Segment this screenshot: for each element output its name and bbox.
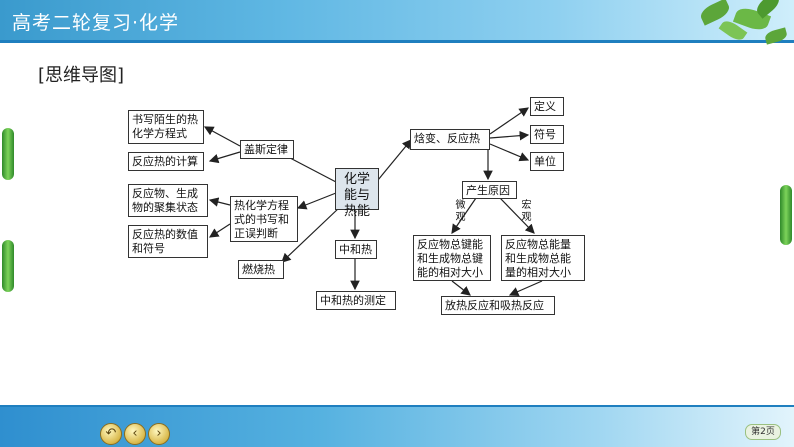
center-node-label: 化学能与热能 — [343, 172, 370, 219]
bond-energy-node: 反应物总键能和生成物总键能的相对大小 — [413, 235, 491, 281]
heat-calc-node: 反应热的计算 — [128, 152, 204, 171]
left-side-bar-bottom — [2, 240, 14, 292]
back-icon: ↶ — [105, 426, 117, 441]
center-node: 化学能与热能 — [335, 168, 379, 219]
footer-divider — [0, 405, 794, 407]
unit-node: 单位 — [530, 152, 564, 171]
chevron-left-icon: ‹ — [132, 426, 138, 441]
left-side-bar-top — [2, 128, 14, 180]
gaisi-law-node: 盖斯定律 — [240, 140, 294, 159]
cause-node: 产生原因 — [462, 181, 517, 199]
write-equation-node: 书写陌生的热化学方程式 — [128, 110, 204, 144]
symbol-node: 符号 — [530, 125, 564, 144]
back-button[interactable]: ↶ — [100, 423, 122, 445]
section-title: [思维导图] — [38, 65, 125, 86]
chevron-right-icon: › — [156, 426, 162, 441]
combustion-heat-node: 燃烧热 — [238, 260, 284, 279]
definition-node: 定义 — [530, 97, 564, 116]
right-side-bar — [780, 185, 792, 245]
header-title: 高考二轮复习·化学 — [12, 12, 180, 34]
total-energy-node: 反应物总能量和生成物总能量的相对大小 — [501, 235, 585, 281]
thermo-equation-node: 热化学方程式的书写和正误判断 — [230, 196, 298, 242]
neutralization-measure-node: 中和热的测定 — [316, 291, 396, 310]
next-button[interactable]: › — [148, 423, 170, 445]
prev-button[interactable]: ‹ — [124, 423, 146, 445]
micro-label: 微观 — [455, 200, 466, 223]
macro-label: 宏观 — [521, 200, 532, 223]
enthalpy-node: 焓变、反应热 — [410, 129, 490, 150]
value-sign-node: 反应热的数值和符号 — [128, 225, 208, 258]
header-divider — [0, 40, 794, 43]
neutralization-heat-node: 中和热 — [335, 240, 377, 259]
page-number: 第2页 — [745, 424, 781, 440]
aggregation-state-node: 反应物、生成物的聚集状态 — [128, 184, 208, 217]
exo-endo-node: 放热反应和吸热反应 — [441, 296, 555, 315]
header-bar: 高考二轮复习·化学 — [0, 0, 794, 40]
